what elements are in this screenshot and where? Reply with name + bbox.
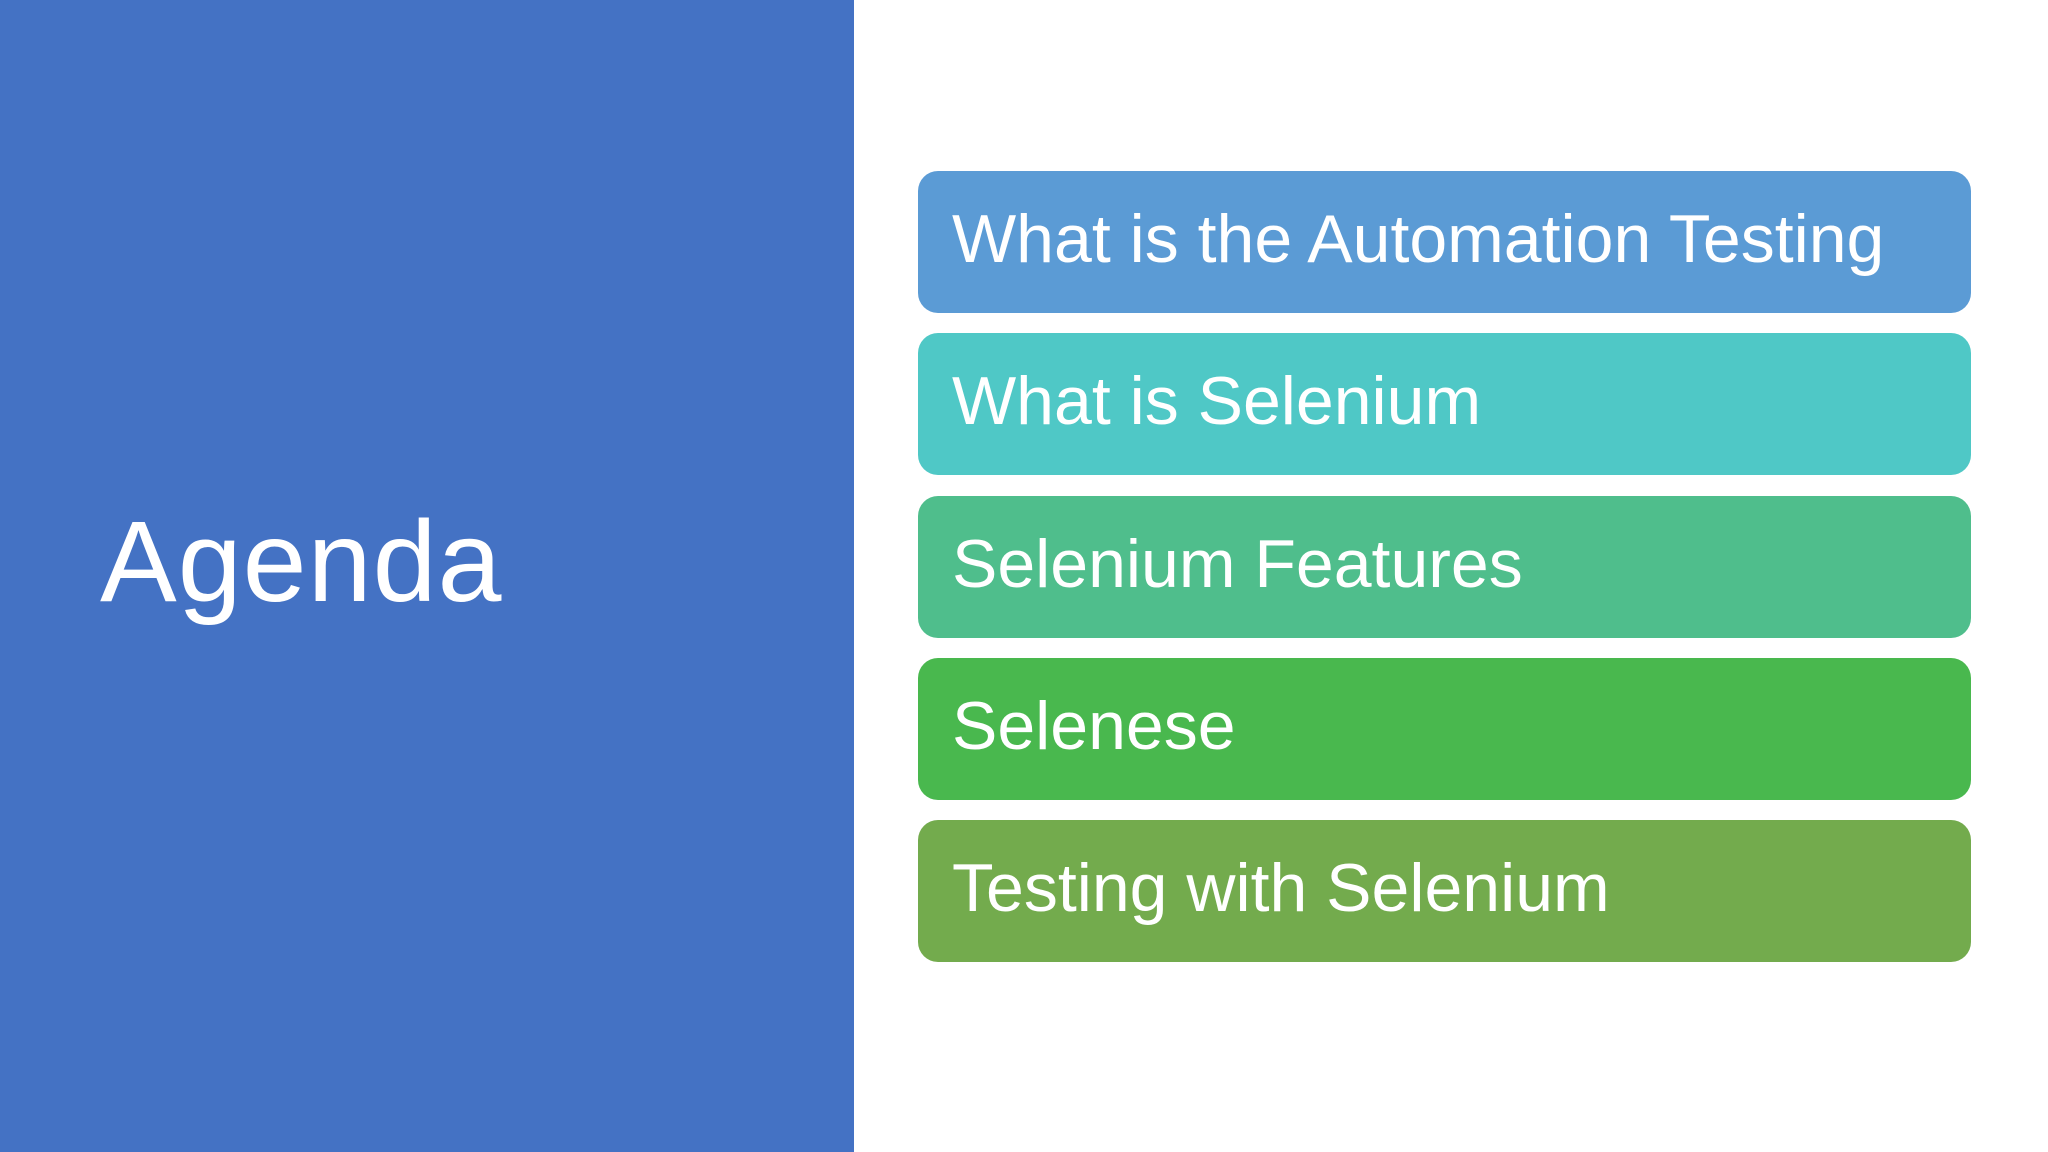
agenda-item-testing-with-selenium: Testing with Selenium [918,820,1971,962]
slide-title: Agenda [100,498,503,626]
agenda-item-label: What is the Automation Testing [952,201,1885,277]
agenda-item-selenium-features: Selenium Features [918,496,1971,638]
agenda-item-label: Testing with Selenium [952,850,1610,926]
agenda-item-label: What is Selenium [952,363,1482,439]
agenda-item-automation-testing: What is the Automation Testing [918,171,1971,313]
agenda-item-label: Selenium Features [952,526,1523,602]
title-panel: Agenda [0,0,854,1152]
agenda-item-label: Selenese [952,688,1236,764]
agenda-item-selenese: Selenese [918,658,1971,800]
agenda-item-what-is-selenium: What is Selenium [918,333,1971,475]
agenda-list: What is the Automation Testing What is S… [918,0,1971,1152]
